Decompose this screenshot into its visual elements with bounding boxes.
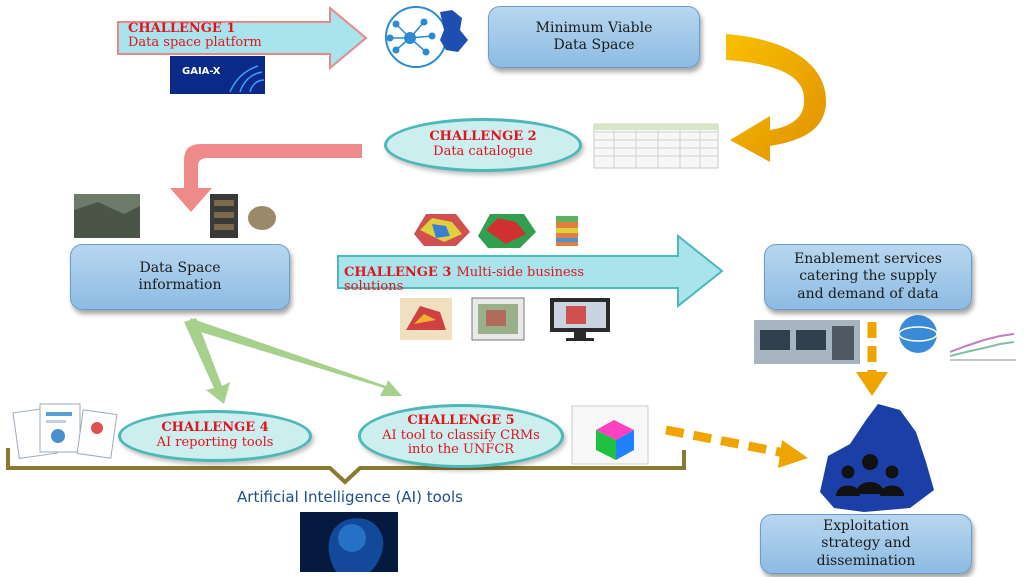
challenge4-subtitle: AI reporting tools <box>156 435 274 450</box>
challenge5-line2: into the UNFCR <box>407 442 515 458</box>
challenge4-title: CHALLENGE 4 <box>161 420 269 436</box>
challenge2-title: CHALLENGE 2 <box>429 129 537 145</box>
green-arrow-to-challenge5 <box>190 318 402 396</box>
site-photos <box>74 194 276 238</box>
challenge4-oval: CHALLENGE 4 AI reporting tools <box>118 410 312 462</box>
data-catalogue-spreadsheet <box>593 123 719 169</box>
green-arrow-to-challenge4 <box>184 318 230 404</box>
challenge3-label: CHALLENGE 3 Multi-side business solution… <box>344 262 584 295</box>
yellow-arrowhead-down <box>856 372 888 396</box>
challenge3-subtitle-2: solutions <box>344 279 404 295</box>
challenge2-subtitle: Data catalogue <box>433 144 533 159</box>
challenge1-label: CHALLENGE 1 Data space platform <box>128 21 262 51</box>
ai-tools-brace <box>6 448 686 485</box>
challenge3-arrow <box>337 233 724 309</box>
challenge5-line1: AI tool to classify CRMs <box>382 427 540 443</box>
challenge5-oval: CHALLENGE 5 AI tool to classify CRMs int… <box>358 404 564 468</box>
challenge1-title: CHALLENGE 1 <box>128 21 236 36</box>
challenge3-line1: CHALLENGE 3 Multi-side business <box>344 262 584 280</box>
pink-down-arrow <box>170 144 362 212</box>
eu-map-users-icon <box>820 404 934 512</box>
yellow-dashed-arrow-to-eu <box>665 425 791 459</box>
gaia-x-logo-text: GAIA-X <box>182 66 221 77</box>
gaia-x-logo <box>170 56 265 94</box>
challenge5-title: CHALLENGE 5 <box>407 412 515 428</box>
challenge1-subtitle: Data space platform <box>128 35 262 51</box>
challenge2-oval: CHALLENGE 2 Data catalogue <box>384 118 582 172</box>
challenge1-arrow <box>117 5 368 71</box>
enablement-images <box>754 315 1016 364</box>
report-documents-icon <box>12 403 118 459</box>
yellow-arrowhead-horizontal <box>778 440 808 468</box>
ai-head-image <box>300 512 398 572</box>
ai-tools-label: Artificial Intelligence (AI) tools <box>237 488 463 506</box>
enablement-services-box: Enablement services catering the supply … <box>764 244 972 310</box>
3d-geology-models <box>414 214 578 248</box>
data-space-info-box: Data Space information <box>70 244 290 310</box>
solution-images <box>400 297 610 341</box>
challenge3-title: CHALLENGE 3 <box>344 265 452 280</box>
curved-gold-arrow <box>726 34 827 162</box>
network-eu-icon <box>385 6 468 68</box>
exploitation-box: Exploitation strategy and dissemination <box>760 514 972 574</box>
color-cube-icon <box>571 405 649 465</box>
mvds-box: Minimum Viable Data Space <box>488 6 700 68</box>
challenge3-subtitle: Multi-side business <box>456 265 584 280</box>
